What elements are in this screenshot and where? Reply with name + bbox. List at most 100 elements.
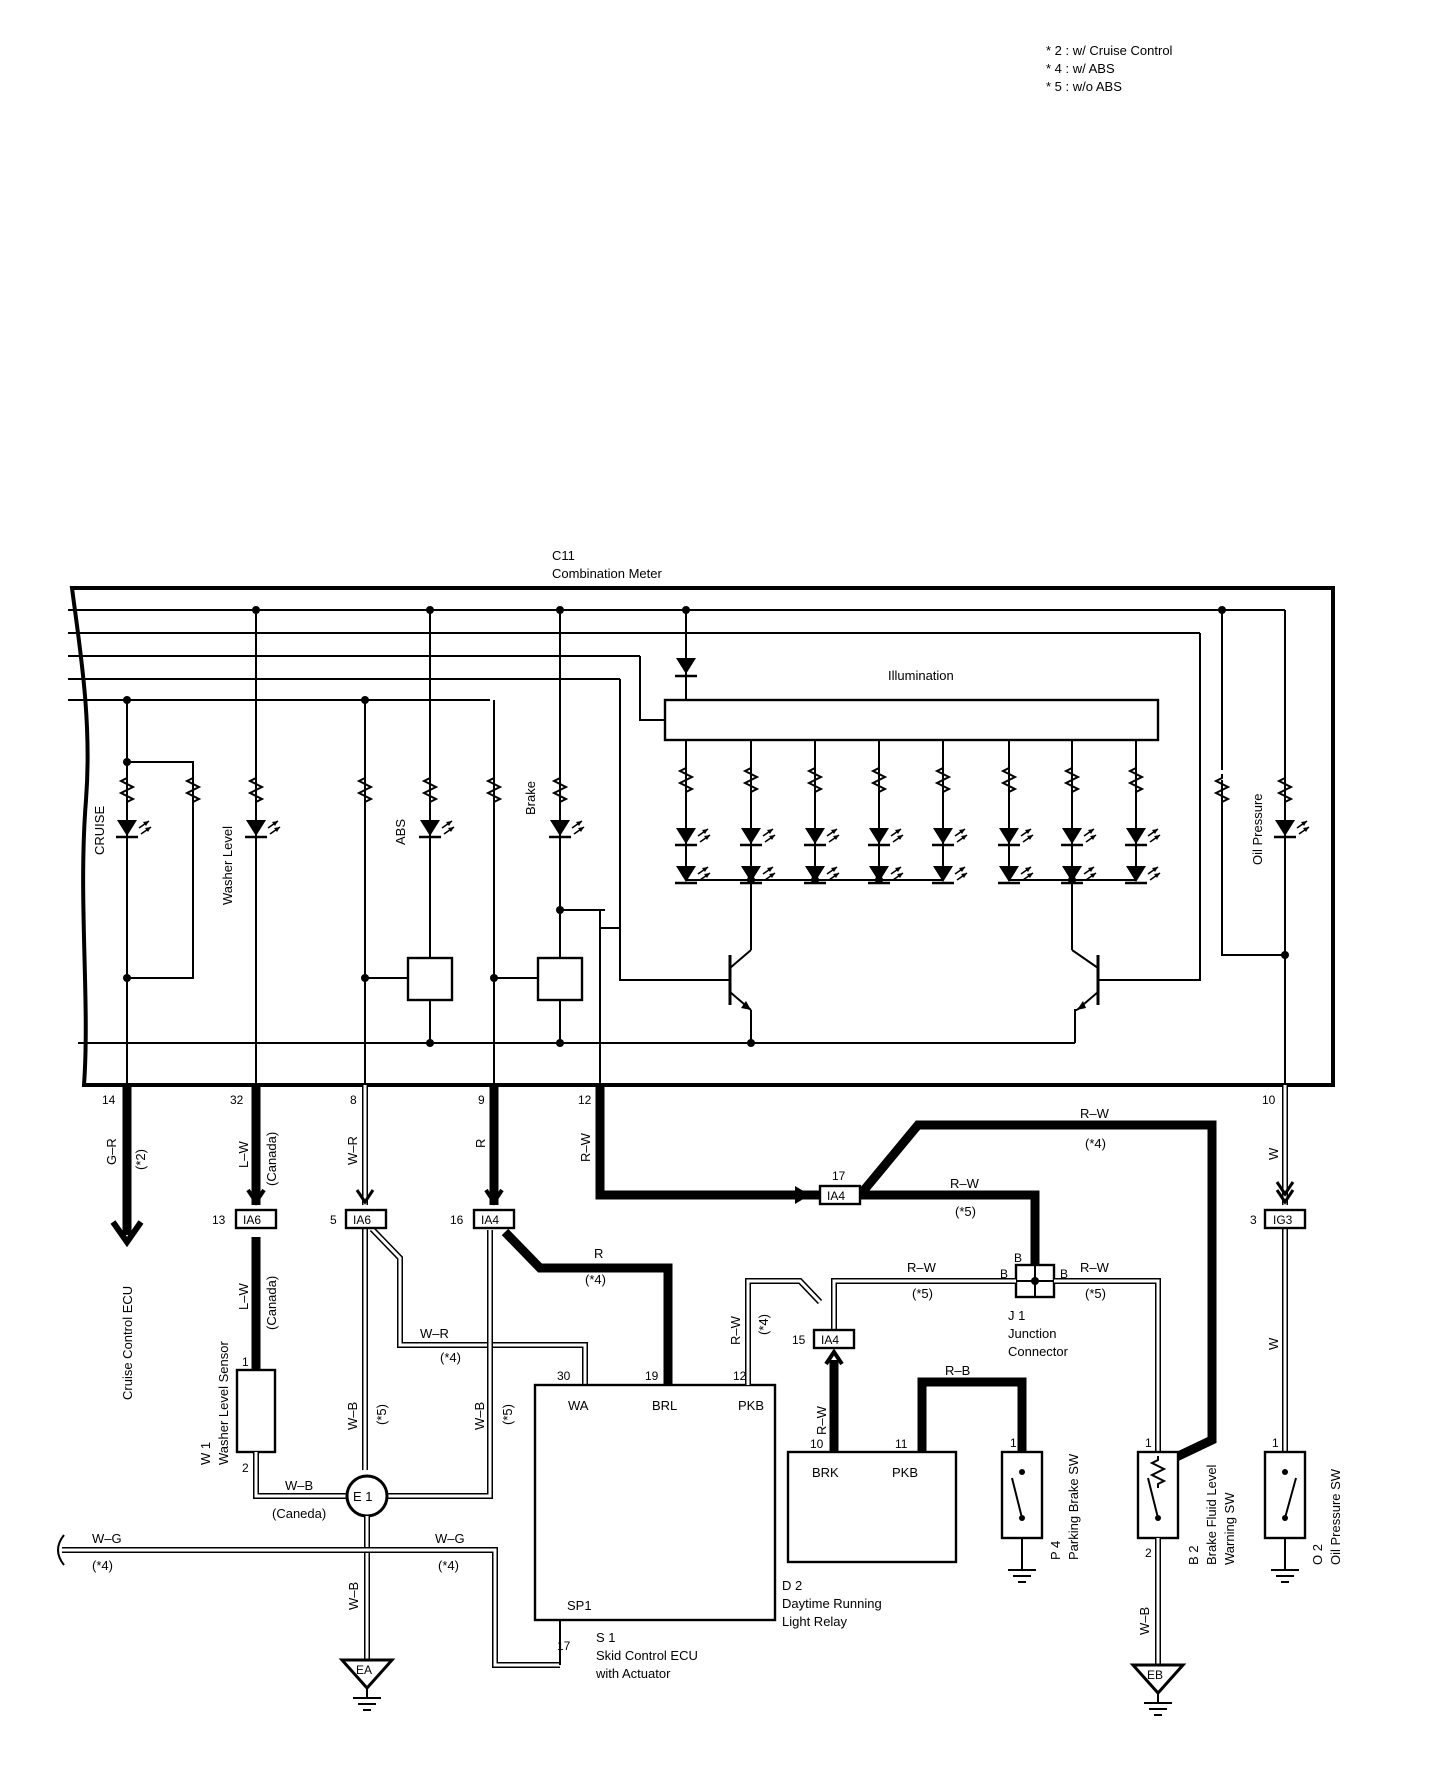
pin-10: 10 xyxy=(1262,1093,1276,1107)
parking-sw-code: P 4 xyxy=(1048,1541,1063,1560)
wire-wb-washer: W–B xyxy=(285,1478,313,1493)
ig3-pin-3: 3 xyxy=(1250,1213,1257,1227)
bf-pin-2: 2 xyxy=(1145,1546,1152,1560)
skid-pin-17: 17 xyxy=(557,1639,571,1653)
oil-sw-code: O 2 xyxy=(1310,1544,1325,1565)
ground-ea: EA xyxy=(338,1658,396,1711)
illumination-leds xyxy=(673,740,1162,950)
wire-wg xyxy=(57,1534,560,1668)
oil-pressure-switch xyxy=(1263,1450,1307,1583)
wire-junction xyxy=(745,1278,1161,1460)
parking-sw-name: Parking Brake SW xyxy=(1066,1453,1081,1560)
illumination-label: Illumination xyxy=(888,668,954,683)
wire-rw-3: R–W xyxy=(950,1176,980,1191)
transistor-right xyxy=(1071,949,1100,1043)
brake-fluid-line1: Brake Fluid Level xyxy=(1204,1464,1219,1565)
connector-ig3: IG3 xyxy=(1263,1208,1307,1230)
note-abs: * 4 : w/ ABS xyxy=(1046,61,1115,76)
wire-oil xyxy=(1275,1085,1295,1452)
drl-pin-10: 10 xyxy=(810,1437,824,1451)
skid-pin-12: 12 xyxy=(733,1369,747,1383)
brake-fluid-line2: Warning SW xyxy=(1222,1492,1237,1565)
wire-wb-1: W–B xyxy=(345,1402,360,1430)
wire-rb-label: R–B xyxy=(945,1363,970,1378)
svg-text:IG3: IG3 xyxy=(1273,1213,1293,1227)
cond-c4-rw-2: (*4) xyxy=(756,1314,771,1335)
wire-lw-1: L–W xyxy=(236,1141,251,1168)
drl-pin-11: 11 xyxy=(895,1437,908,1451)
wire-wb-4: W–B xyxy=(1137,1607,1152,1635)
drl-relay: BRK PKB xyxy=(786,1450,958,1564)
junction-line1: Junction xyxy=(1008,1326,1056,1341)
pin-8: 8 xyxy=(350,1093,357,1107)
svg-text:BRK: BRK xyxy=(812,1465,839,1480)
oil-pressure-lamp xyxy=(1215,606,1311,959)
ia6-pin-5: 5 xyxy=(330,1213,337,1227)
wire-r-2: R xyxy=(594,1246,603,1261)
wire-rw-6: R–W xyxy=(728,1315,743,1345)
skid-control-ecu: WA BRL PKB SP1 xyxy=(533,1383,777,1665)
wire-rb xyxy=(917,1377,1027,1452)
connector-ia6-13: IA6 xyxy=(234,1208,278,1230)
cond-c4-wg-1: (*4) xyxy=(92,1558,113,1573)
pb-pin-1: 1 xyxy=(1010,1436,1017,1450)
junction-line2: Connector xyxy=(1008,1344,1069,1359)
skid-pin-30: 30 xyxy=(557,1369,571,1383)
wire-wr-2: W–R xyxy=(420,1326,449,1341)
svg-text:IA4: IA4 xyxy=(481,1213,499,1227)
pin8-branch xyxy=(358,696,408,1085)
svg-text:WA: WA xyxy=(568,1398,589,1413)
drl-line2: Light Relay xyxy=(782,1614,848,1629)
washer-lamp xyxy=(243,606,282,1085)
cond-canada-1: (Canada) xyxy=(264,1132,279,1186)
junction-connector xyxy=(1014,1263,1056,1299)
cond-c5-rw-1: (*5) xyxy=(955,1204,976,1219)
cond-c5-1: (*5) xyxy=(374,1404,389,1425)
svg-text:IA4: IA4 xyxy=(827,1189,845,1203)
oil-sw-name: Oil Pressure SW xyxy=(1328,1468,1343,1565)
wire-rw-2: R–W xyxy=(1080,1106,1110,1121)
parking-brake-switch xyxy=(1000,1450,1044,1583)
cond-c4-wg-2: (*4) xyxy=(438,1558,459,1573)
note-no-abs: * 5 : w/o ABS xyxy=(1046,79,1122,94)
drl-code: D 2 xyxy=(782,1578,802,1593)
cruise-ecu-label: Cruise Control ECU xyxy=(120,1286,135,1400)
ia6-pin-13: 13 xyxy=(212,1213,226,1227)
wire-pin8 xyxy=(355,1085,588,1470)
cond-c5-rw-3: (*5) xyxy=(1085,1286,1106,1301)
ia4-pin-17: 17 xyxy=(832,1169,846,1183)
junction-code: J 1 xyxy=(1008,1308,1025,1323)
pin-14: 14 xyxy=(102,1093,116,1107)
wire-r-1: R xyxy=(473,1139,488,1148)
washer-sensor-code: W 1 xyxy=(198,1442,213,1465)
skid-ecu-line2: with Actuator xyxy=(595,1666,671,1681)
wire-rw-1: R–W xyxy=(578,1132,593,1162)
pin9-branch xyxy=(487,700,538,1085)
wire-wg-1: W–G xyxy=(92,1531,122,1546)
brake-lamp xyxy=(536,606,605,1085)
connector-ia4-16: IA4 xyxy=(472,1208,516,1230)
oil-pin-1: 1 xyxy=(1272,1436,1279,1450)
svg-text:SP1: SP1 xyxy=(567,1598,592,1613)
brake-label: Brake xyxy=(523,781,538,815)
wire-wr-1: W–R xyxy=(345,1136,360,1165)
pin-9: 9 xyxy=(478,1093,485,1107)
wire-lw-2: L–W xyxy=(236,1283,251,1310)
ia4-pin-15: 15 xyxy=(792,1333,806,1347)
connector-ia4-15: IA4 xyxy=(812,1328,856,1350)
brake-fluid-switch: EB xyxy=(1129,1450,1187,1716)
washer-label: Washer Level xyxy=(220,826,235,905)
cruise-lamp xyxy=(114,696,200,1085)
skid-ecu-line1: Skid Control ECU xyxy=(596,1648,698,1663)
svg-text:IA4: IA4 xyxy=(821,1333,839,1347)
wire-gr: G–R xyxy=(104,1138,119,1165)
jc-pin-b-top: B xyxy=(1014,1251,1022,1265)
svg-text:EA: EA xyxy=(356,1663,372,1677)
wire-rw-5: R–W xyxy=(1080,1260,1110,1275)
cond-c5-2: (*5) xyxy=(500,1404,515,1425)
wire-pin12 xyxy=(595,1085,1217,1465)
wire-w-1: W xyxy=(1266,1147,1281,1160)
svg-text:E 1: E 1 xyxy=(353,1489,373,1504)
cond-c5-rw-2: (*5) xyxy=(912,1286,933,1301)
note-cruise: * 2 : w/ Cruise Control xyxy=(1046,43,1173,58)
